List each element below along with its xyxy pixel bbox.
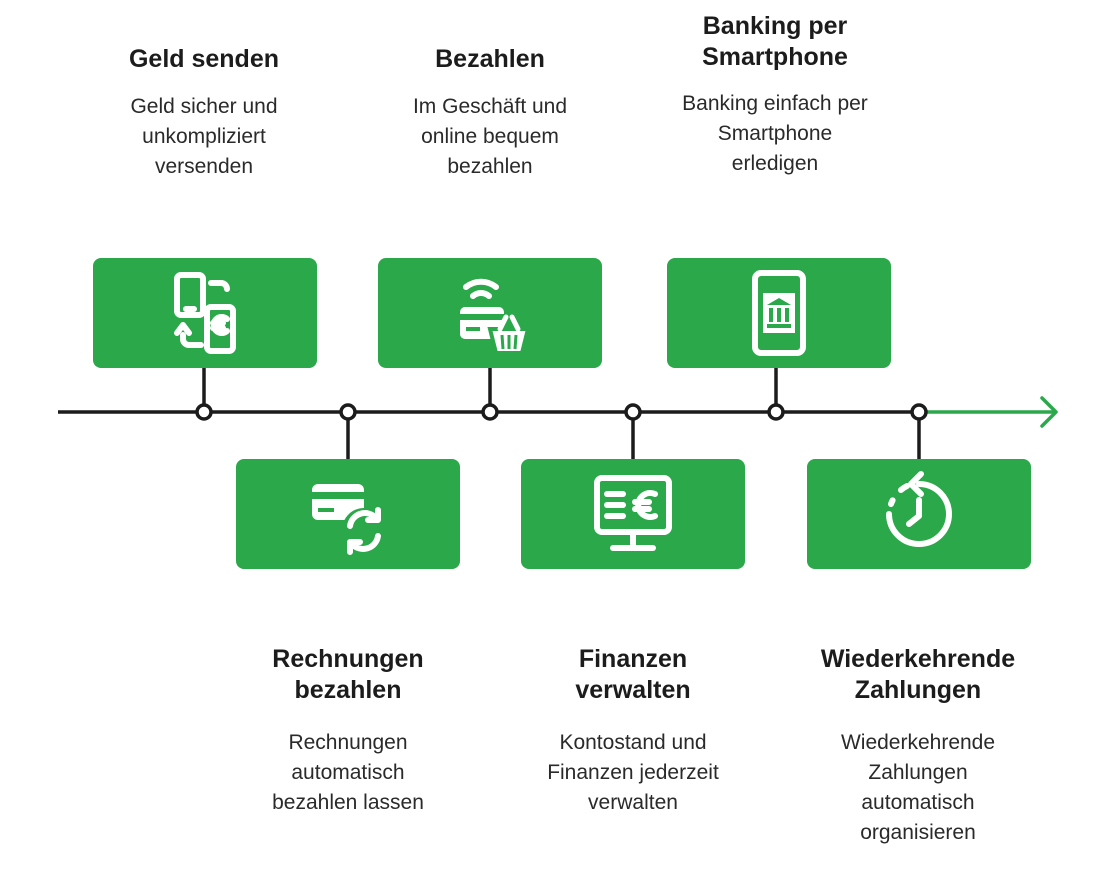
step-3-label: Bezahlen Im Geschäft und online bequem b… (380, 44, 600, 182)
smartphone-bank-icon (752, 270, 806, 356)
step-2-description: Rechnungen automatisch bezahlen lassen (272, 731, 424, 814)
card-refresh-icon (312, 484, 386, 555)
step-4-description: Kontostand und Finanzen jederzeit verwal… (547, 731, 719, 814)
timeline-node-2 (339, 403, 357, 421)
timeline-node-1 (195, 403, 213, 421)
step-3-title: Bezahlen (435, 45, 545, 73)
step-4-label: Finanzen verwalten Kontostand und Finanz… (522, 644, 744, 818)
step-6-label: Wiederkehrende Zahlungen Wiederkehrende … (806, 644, 1030, 848)
step-4-title: Finanzen verwalten (575, 645, 691, 704)
step-5-label: Banking per Smartphone Banking einfach p… (664, 11, 886, 179)
timeline-arrowhead (1040, 396, 1058, 428)
step-2-card (236, 459, 460, 569)
step-4-card (521, 459, 745, 569)
step-1-label: Geld senden Geld sicher und unkomplizier… (94, 30, 314, 180)
timeline-node-3 (481, 403, 499, 421)
step-1-title: Geld senden (128, 45, 280, 73)
step-6-description: Wiederkehrende Zahlungen automatisch org… (840, 731, 996, 844)
step-5-card (667, 258, 891, 368)
step-5-title: Banking per Smartphone (702, 12, 848, 71)
step-2-title: Rechnungen bezahlen (272, 645, 424, 704)
timeline-node-6 (910, 403, 928, 421)
step-1-card (93, 258, 317, 368)
step-6-title: Wiederkehrende Zahlungen (820, 645, 1016, 704)
step-2-label: Rechnungen bezahlen Rechnungen automatis… (230, 644, 466, 818)
contactless-card-basket-icon (460, 278, 531, 355)
step-5-description: Banking einfach per Smartphone erledigen (682, 92, 868, 175)
step-6-card (807, 459, 1031, 569)
phone-euro-transfer-icon (174, 272, 236, 354)
timeline-node-5 (767, 403, 785, 421)
step-3-card (378, 258, 602, 368)
timeline-node-4 (624, 403, 642, 421)
recurring-clock-icon (886, 471, 952, 547)
monitor-euro-icon (594, 475, 672, 551)
step-3-description: Im Geschäft und online bequem bezahlen (412, 95, 568, 178)
step-1-description: Geld sicher und unkompliziert versenden (130, 95, 278, 178)
